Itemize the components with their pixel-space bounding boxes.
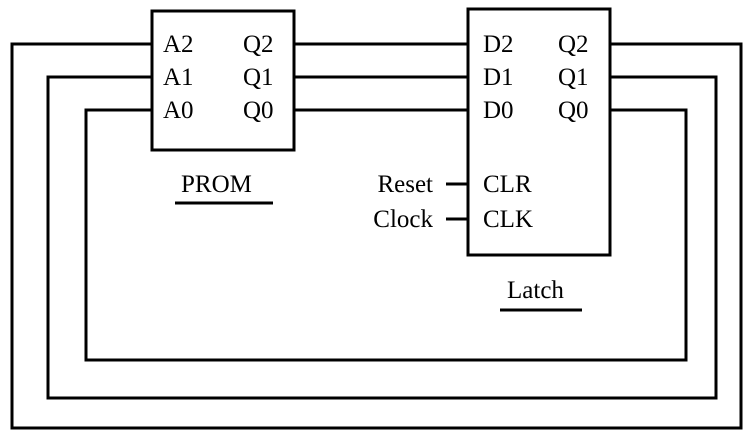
latch-pin-clr: CLR [483,171,532,198]
latch-output-q0: Q0 [558,97,589,124]
prom-input-a0: A0 [163,97,194,124]
latch-input-d2: D2 [483,31,514,58]
latch-block: D2 D1 D0 Q2 Q1 Q0 CLR CLK [466,7,612,257]
latch-input-d0: D0 [483,97,514,124]
prom-box [150,9,296,152]
latch-input-d1: D1 [483,64,514,91]
latch-label: Latch [507,277,564,304]
prom-output-q2: Q2 [243,31,274,58]
latch-box [466,7,612,257]
prom-output-q1: Q1 [243,64,274,91]
prom-output-q0: Q0 [243,97,274,124]
reset-signal-label: Reset [377,171,433,198]
prom-input-a2: A2 [163,31,194,58]
clock-signal-label: Clock [373,206,433,233]
feedback-wire-q2-to-a2 [10,42,743,430]
latch-output-q1: Q1 [558,64,589,91]
feedback-wire-q0-to-a0 [84,108,688,362]
feedback-wire-q1-to-a1 [46,75,718,400]
prom-block: A2 A1 A0 Q2 Q1 Q0 [150,9,296,152]
latch-output-q2: Q2 [558,31,589,58]
prom-input-a1: A1 [163,64,194,91]
prom-label: PROM [181,171,252,198]
latch-pin-clk: CLK [483,206,533,233]
